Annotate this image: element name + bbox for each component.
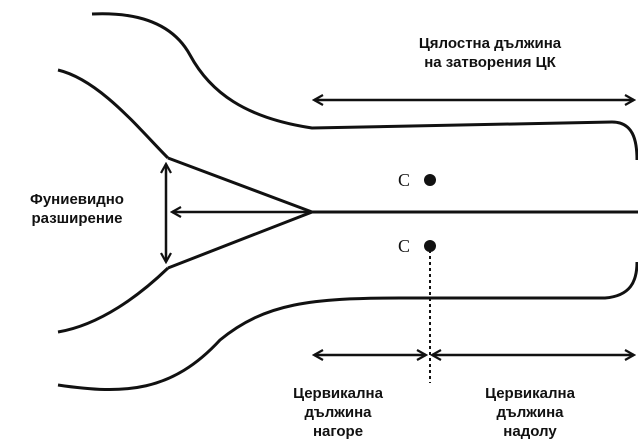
cervical-length-up-label: Цервикална дължина нагоре	[268, 384, 408, 441]
funneling-label: Фуниевидно разширение	[2, 190, 152, 228]
total-length-line-2: на затворения ЦК	[370, 53, 610, 72]
cervical-length-down-line-3: надолу	[460, 422, 600, 441]
cervical-length-up-line-1: Цервикална	[268, 384, 408, 403]
cervical-length-up-line-2: дължина	[268, 403, 408, 422]
canal-wall-bottom	[58, 268, 168, 332]
funneling-line-1: Фуниевидно	[2, 190, 152, 209]
cervical-length-down-line-2: дължина	[460, 403, 600, 422]
cervical-length-up-line-3: нагоре	[268, 422, 408, 441]
canal-wall-top	[58, 70, 168, 158]
cervical-length-down-line-1: Цервикална	[460, 384, 600, 403]
cervical-length-down-label: Цервикална дължина надолу	[460, 384, 600, 441]
lower-marker-label: C	[398, 237, 410, 255]
total-length-label: Цялостна дължина на затворения ЦК	[370, 34, 610, 72]
total-length-line-1: Цялостна дължина	[370, 34, 610, 53]
outer-contour-bottom	[58, 262, 637, 390]
lower-marker-dot	[424, 240, 436, 252]
upper-marker-dot	[424, 174, 436, 186]
funneling-line-2: разширение	[2, 209, 152, 228]
upper-marker-label: C	[398, 171, 410, 189]
